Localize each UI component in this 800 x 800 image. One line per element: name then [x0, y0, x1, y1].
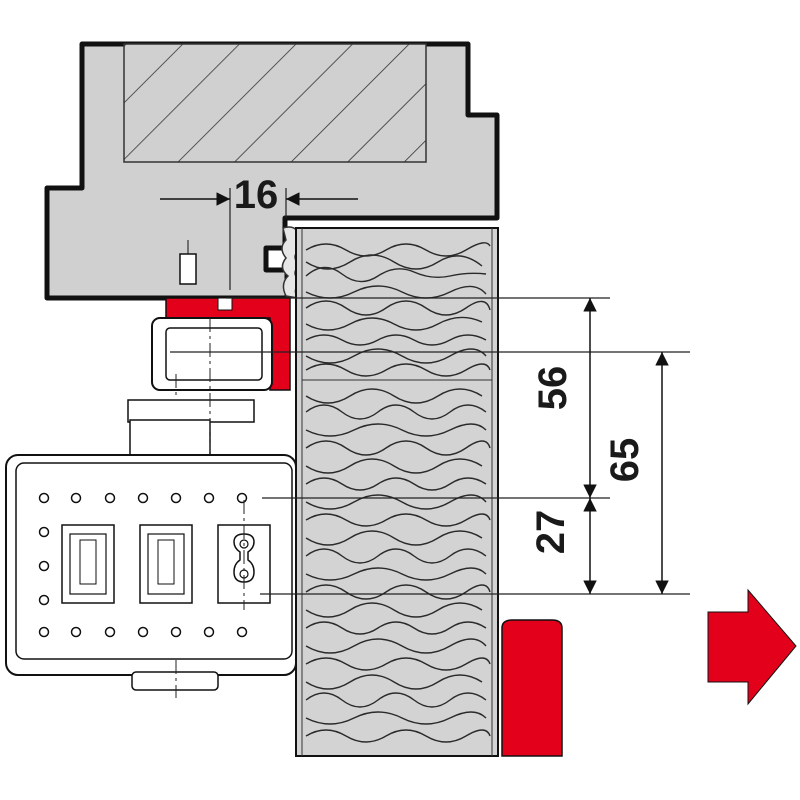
- dimension-27: 27: [529, 498, 597, 594]
- center-lines: [175, 318, 245, 698]
- adjustment-slot-1: [61, 524, 115, 604]
- right-arrow-icon: [707, 588, 797, 706]
- wood-grain: [305, 242, 491, 743]
- adjustment-slot-2: [139, 524, 193, 604]
- door-leaf: [295, 227, 499, 757]
- dimension-27-label: 27: [529, 510, 573, 555]
- hinge-body: [127, 240, 273, 457]
- dimension-56: 56: [531, 298, 597, 498]
- dimension-65-label: 65: [603, 438, 647, 483]
- dimension-16-label: 16: [234, 173, 279, 217]
- dimension-56-label: 56: [531, 366, 575, 411]
- frame-profile: [44, 41, 500, 301]
- dimension-extension-lines: [170, 188, 690, 595]
- screw-hole-grid: [38, 492, 248, 638]
- dimension-65: 65: [603, 352, 669, 594]
- hinge-adjustment-box: [5, 454, 297, 691]
- red-door-stop: [501, 619, 563, 757]
- dimension-16: 16: [160, 173, 358, 217]
- frame-hatched-core: [123, 43, 427, 163]
